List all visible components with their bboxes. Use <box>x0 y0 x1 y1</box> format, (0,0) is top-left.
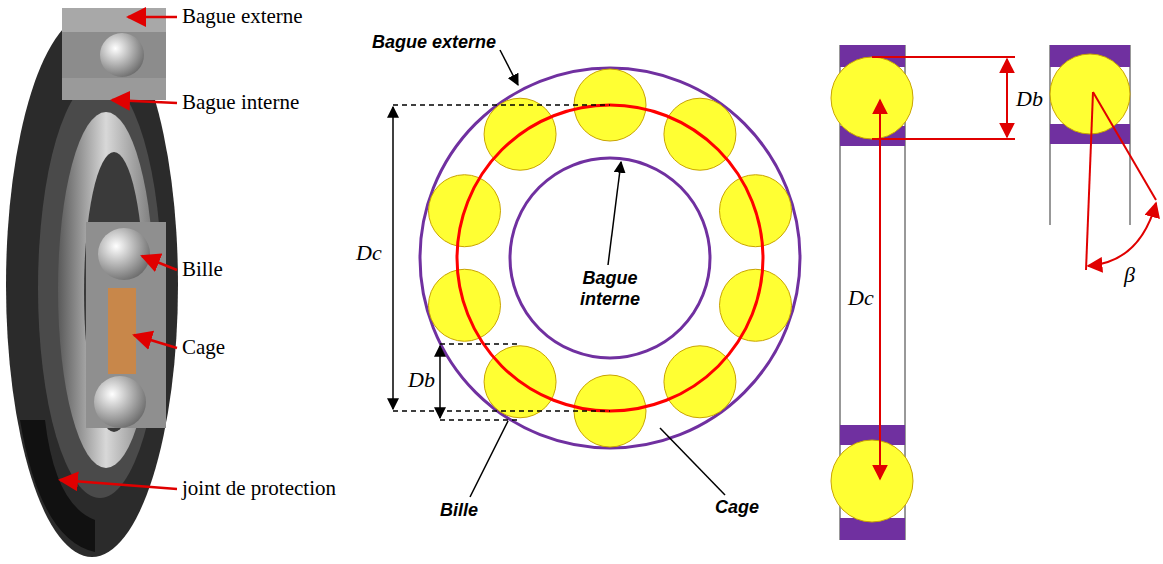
part-label: Bille <box>440 500 478 521</box>
bearing-section <box>831 45 1130 540</box>
part-label: joint de protection <box>182 476 336 500</box>
dimension-label: Db <box>408 367 435 392</box>
dimension-lines <box>393 50 725 497</box>
angle-label: β <box>1124 262 1135 287</box>
part-label: Bague interne <box>570 268 650 309</box>
part-label: Cage <box>715 497 759 518</box>
dimension-label: Db <box>1016 86 1043 111</box>
part-label: Bille <box>182 257 223 281</box>
bearing-photo <box>6 8 178 557</box>
dimension-label: Dc <box>848 285 874 310</box>
part-label: Cage <box>182 335 225 359</box>
section-dimensions <box>872 57 1156 479</box>
bearing-front-view <box>420 68 800 448</box>
part-label: Bague externe <box>372 32 496 53</box>
part-label: Bague externe <box>182 4 303 28</box>
leader-lines <box>60 17 177 489</box>
dimension-label: Dc <box>356 240 382 265</box>
part-label: Bague interne <box>182 90 299 114</box>
